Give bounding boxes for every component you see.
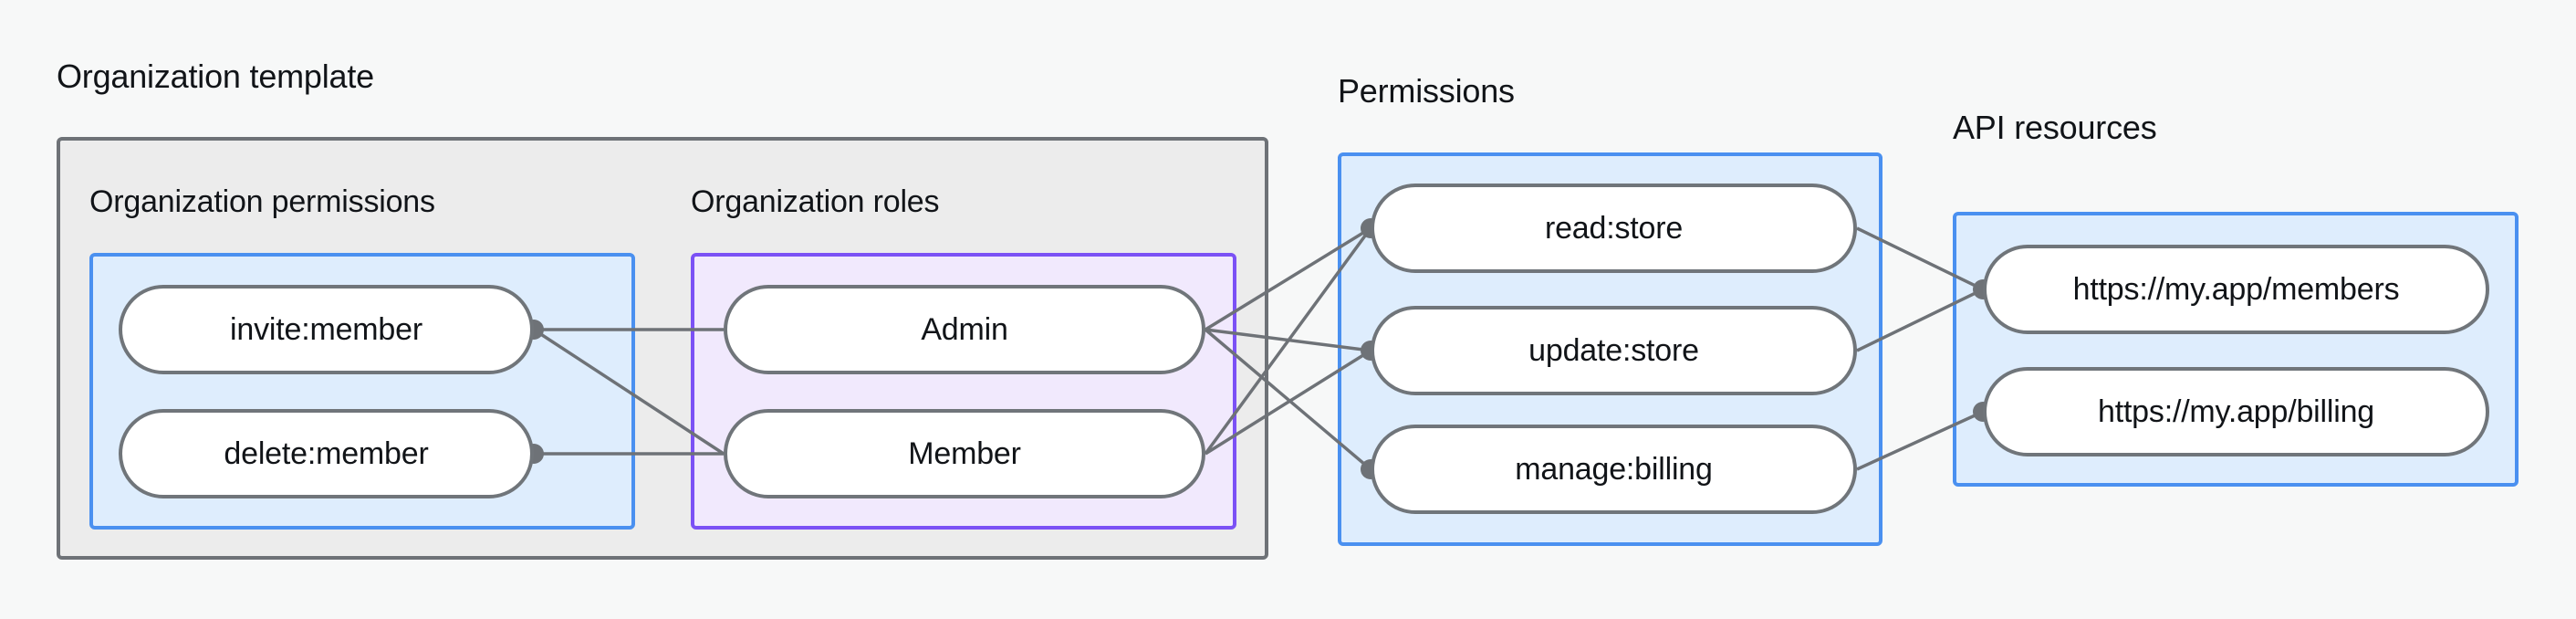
node-billing-resource[interactable]: https://my.app/billing [1983,367,2489,456]
node-invite-member[interactable]: invite:member [119,285,534,374]
node-delete-member[interactable]: delete:member [119,409,534,498]
node-read-store[interactable]: read:store [1371,184,1857,273]
node-update-store[interactable]: update:store [1371,306,1857,395]
group-title-permissions: Permissions [1338,72,1515,110]
node-members-resource[interactable]: https://my.app/members [1983,245,2489,334]
node-member[interactable]: Member [724,409,1205,498]
group-title-organization-roles: Organization roles [691,184,940,219]
node-admin[interactable]: Admin [724,285,1205,374]
group-title-organization-permissions: Organization permissions [89,184,435,219]
group-title-api-resources: API resources [1953,109,2157,146]
group-title-organization-template: Organization template [57,58,374,95]
node-manage-billing[interactable]: manage:billing [1371,425,1857,514]
